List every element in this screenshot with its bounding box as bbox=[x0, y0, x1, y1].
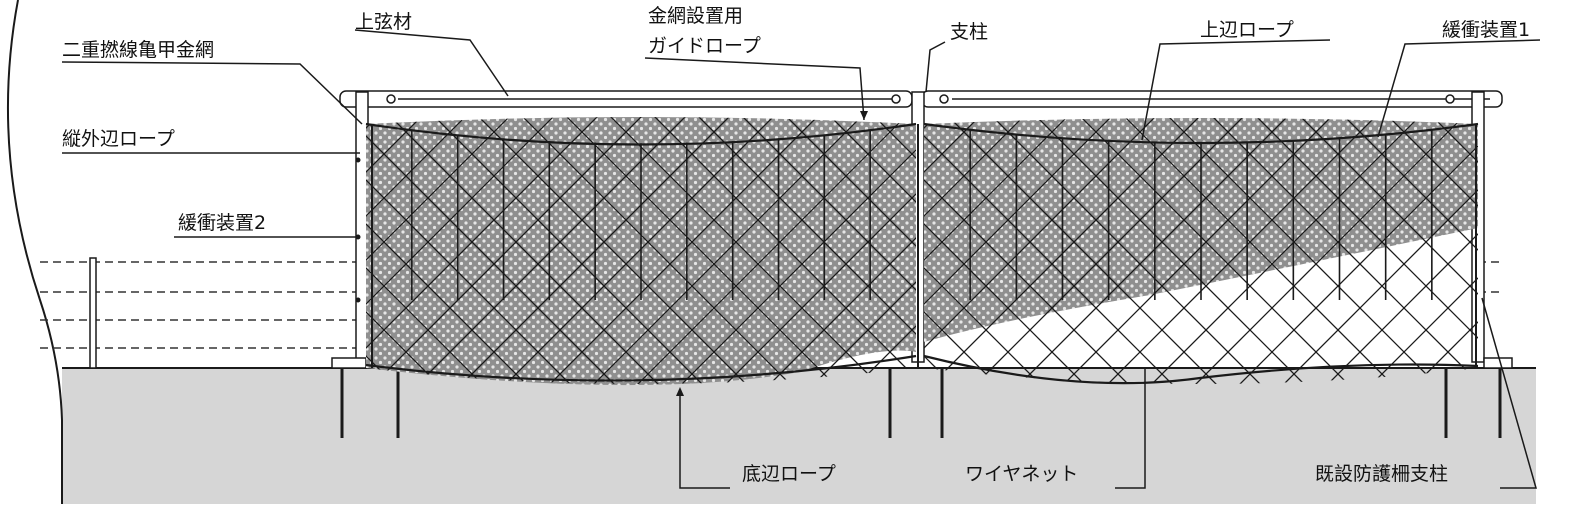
label-upper-chord: 上弦材 bbox=[355, 11, 412, 33]
border-curve bbox=[7, 0, 63, 504]
label-double-twisted-hex-mesh: 二重撚線亀甲金網 bbox=[62, 39, 214, 61]
label-vertical-outer-rope: 縦外辺ロープ bbox=[62, 128, 175, 150]
label-top-edge-rope: 上辺ロープ bbox=[1200, 19, 1294, 41]
label-shock-absorber-1: 緩衝装置1 bbox=[1442, 19, 1530, 41]
label-net-guide-rope-1: 金網設置用 bbox=[648, 5, 743, 27]
label-existing-fence-post: 既設防護柵支柱 bbox=[1315, 463, 1448, 485]
top-edge-rope-right bbox=[923, 122, 1479, 145]
label-wire-net: ワイヤネット bbox=[965, 463, 1078, 485]
hanger-ropes bbox=[411, 129, 1433, 300]
bottom-edge-rope-right bbox=[923, 354, 1479, 385]
bottom-edge-rope-left bbox=[365, 354, 917, 382]
existing-fence-post-left bbox=[89, 257, 97, 369]
anchors bbox=[340, 368, 1502, 438]
ground bbox=[62, 368, 1536, 504]
leader-lines bbox=[61, 29, 1541, 489]
label-bottom-edge-rope: 底辺ロープ bbox=[742, 463, 836, 485]
label-net-guide-rope-2: ガイドロープ bbox=[648, 35, 761, 57]
wire-net-right bbox=[924, 118, 1478, 384]
top-edge-rope-left bbox=[365, 122, 917, 146]
label-post: 支柱 bbox=[950, 21, 988, 43]
label-shock-absorber-2: 緩衝装置2 bbox=[178, 212, 266, 234]
